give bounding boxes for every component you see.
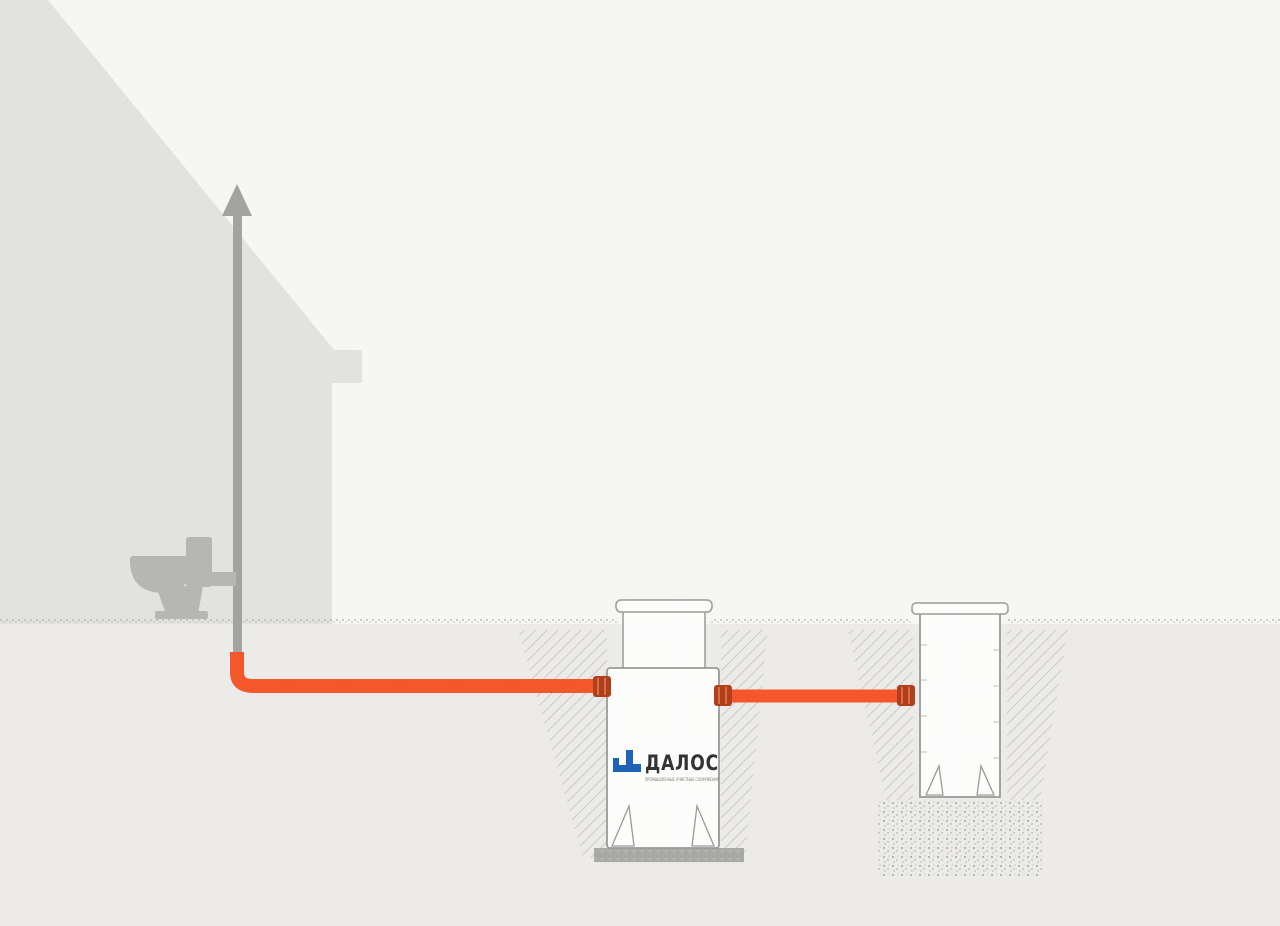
diagram-canvas: ДАЛОС ПРОМЫШЛЕННЫЕ ОЧИСТНЫЕ СООРУЖЕНИЯ: [0, 0, 1280, 926]
septic-installation-diagram: ДАЛОС ПРОМЫШЛЕННЫЕ ОЧИСТНЫЕ СООРУЖЕНИЯ: [0, 0, 1280, 926]
grain-texture: [0, 0, 1280, 926]
